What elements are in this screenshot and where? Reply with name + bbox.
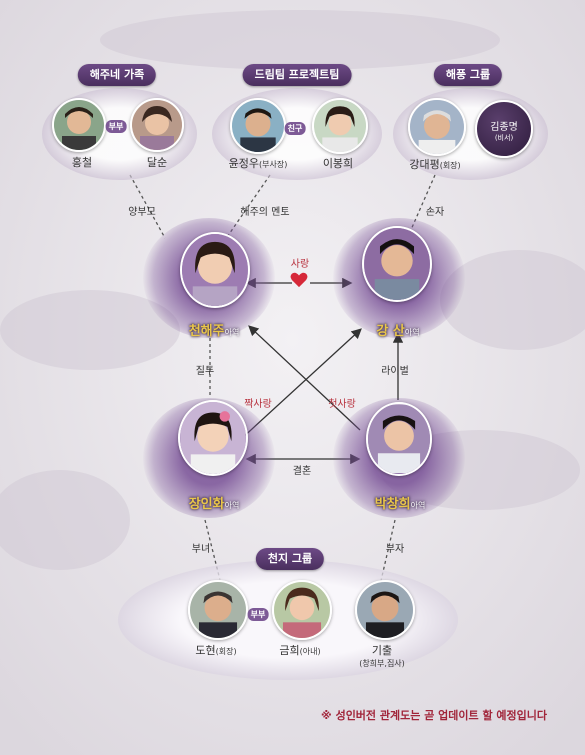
avatar-gangsan: [362, 226, 432, 302]
group-label-haepung: 해풍 그룹: [433, 64, 503, 86]
line-haepung-san: [409, 174, 436, 233]
relation-crush: 짝사랑: [244, 399, 272, 410]
relation-firstlove: 첫사랑: [328, 399, 356, 410]
avatar-dalsun: [130, 98, 184, 152]
avatar-dohyeon: [188, 580, 248, 640]
relation-badge-friend: 친구: [284, 122, 306, 135]
name-geumhee: 금희(아내): [279, 644, 321, 657]
name-dohyeon: 도현(회장): [195, 644, 237, 657]
name-leebonghee: 이봉희: [322, 157, 354, 170]
name-kangdaepyeong: 강대평(회장): [409, 158, 461, 171]
relation-mentor: 해주의 멘토: [240, 207, 290, 218]
avatar-hongcheol: [52, 98, 106, 152]
name-gichul: 기출(창희부,집사): [359, 644, 405, 668]
heart-icon: [290, 272, 308, 288]
relation-badge-couple2: 부부: [247, 608, 269, 621]
relation-father-son: 부자: [385, 544, 405, 555]
relation-adoptive: 양부모: [128, 207, 156, 218]
avatar-janginhwa: [178, 400, 248, 476]
role-kimjongmyeong: (비서): [494, 134, 514, 142]
main-name-parkchanghee: 박창희아역: [374, 497, 426, 512]
main-name-cheonhaeju: 천해주아역: [188, 324, 240, 339]
relation-marriage: 결혼: [292, 466, 312, 477]
group-label-dream-team: 드림팀 프로젝트팀: [242, 64, 352, 86]
avatar-cheonhaeju: [180, 232, 250, 308]
relation-father-daughter: 부녀: [191, 544, 211, 555]
main-name-gangsan: 강 산아역: [376, 324, 420, 339]
name-yunjeongwoo: 윤정우(부사장): [228, 157, 288, 170]
relation-jealousy: 질투: [195, 366, 215, 377]
avatar-kangdaepyeong: [408, 98, 466, 156]
avatar-geumhee: [272, 580, 332, 640]
avatar-gichul: [355, 580, 415, 640]
main-name-janginhwa: 장인화아역: [188, 497, 240, 512]
avatar-leebonghee: [312, 98, 368, 154]
relation-badge-couple1: 부부: [105, 120, 127, 133]
line-family-haeju: [129, 174, 166, 239]
line-inhwa-cheonji: [204, 519, 221, 581]
relation-love: 사랑: [290, 259, 310, 270]
name-dalsun: 달순: [146, 156, 168, 169]
arrow-firstlove: [248, 325, 361, 431]
avatar-kimjongmyeong: 김종명 (비서): [475, 100, 533, 158]
relation-rival: 라이벌: [381, 366, 409, 377]
footnote-update: ※ 성인버전 관계도는 곧 업데이트 할 예정입니다: [321, 709, 547, 722]
line-mentor-haeju: [224, 174, 271, 241]
relation-grandson: 손자: [425, 207, 445, 218]
name-hongcheol: 홍철: [71, 156, 93, 169]
avatar-yunjeongwoo: [230, 98, 286, 154]
avatar-parkchanghee: [366, 402, 432, 476]
group-label-cheonji: 천지 그룹: [255, 548, 325, 570]
group-label-haeju-family: 해주네 가족: [77, 64, 157, 86]
name-kimjongmyeong: 김종명: [490, 122, 518, 133]
